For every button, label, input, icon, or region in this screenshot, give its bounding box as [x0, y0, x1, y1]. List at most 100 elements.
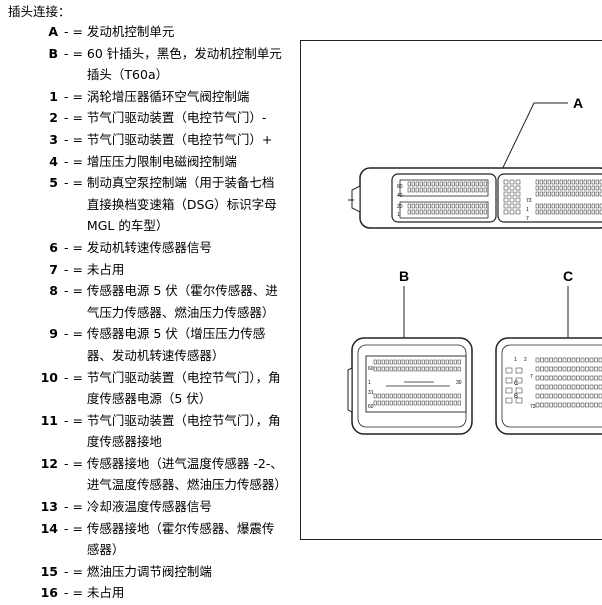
pin-hole — [509, 203, 515, 209]
legend-description: 涡轮增压器循环空气阀控制端 — [86, 88, 250, 104]
pin-hole — [409, 393, 413, 399]
legend-description: 未占用 — [86, 261, 125, 277]
c-pin-label-7: 7 — [530, 374, 533, 380]
pin-hole — [535, 357, 540, 363]
legend-description: 燃油压力调节阀控制端 — [86, 563, 212, 579]
pin-hole — [587, 191, 591, 197]
legend-code: 5 — [49, 175, 58, 191]
pin-hole — [385, 400, 389, 406]
pin-hole — [543, 179, 547, 185]
pin-hole — [580, 384, 585, 390]
pin-hole — [544, 366, 549, 372]
pin-hole — [579, 203, 583, 209]
ecu-plug-left — [391, 173, 497, 223]
pin-hole — [509, 179, 515, 185]
pin-hole — [423, 209, 427, 215]
pin-hole — [543, 185, 547, 191]
pin-hole — [377, 393, 381, 399]
pin-hole — [405, 359, 409, 365]
legend-entry: 16 - = 未占用 — [30, 582, 286, 604]
pin-hole — [445, 359, 449, 365]
pin-hole — [401, 393, 405, 399]
pin-hole — [509, 185, 515, 191]
pin-hole — [567, 209, 571, 215]
pin-hole — [413, 393, 417, 399]
pin-hole — [567, 191, 571, 197]
pin-hole — [451, 187, 455, 193]
pin-hole — [447, 187, 451, 193]
c-side-label-2: B — [514, 394, 518, 400]
pin-hole — [587, 185, 591, 191]
pin-hole — [595, 203, 599, 209]
legend-entry: 5 - = 制动真空泵控制端（用于装备七档直接换档变速箱（DSG）标识字母 MG… — [30, 172, 286, 237]
pin-hole — [585, 393, 589, 399]
pin-hole — [535, 191, 539, 197]
pin-hole — [562, 402, 567, 408]
pin-hole — [431, 187, 435, 193]
legend-entry: A - = 发动机控制单元 — [30, 21, 286, 43]
pin-hole — [463, 181, 467, 187]
pin-hole — [547, 185, 551, 191]
pin-hole — [381, 393, 385, 399]
pin-hole — [553, 393, 558, 399]
legend-code: 12 — [40, 455, 58, 471]
pin-hole — [453, 400, 457, 406]
pin-hole — [575, 185, 579, 191]
pin-hole — [580, 357, 585, 363]
pin-hole — [397, 393, 401, 399]
pin-hole — [385, 366, 389, 372]
pin-hole — [589, 375, 594, 381]
pin-hole — [571, 366, 576, 372]
pin-hole — [411, 181, 415, 187]
pin-hole — [567, 203, 571, 209]
pin-hole — [555, 203, 559, 209]
pin-hole — [551, 179, 555, 185]
pin-hole — [449, 366, 453, 372]
pin-hole — [373, 393, 377, 399]
pin-hole — [540, 384, 544, 390]
pin-hole — [421, 359, 425, 365]
callout-b-label: B — [399, 268, 409, 284]
pin-hole — [453, 366, 457, 372]
pin-hole — [457, 366, 461, 372]
pin-hole — [539, 179, 543, 185]
legend-entry: 3 - = 节气门驱动装置（电控节气门）+ — [30, 129, 286, 151]
pin-hole — [535, 384, 540, 390]
pin-hole — [479, 209, 483, 215]
callout-a-leader — [495, 102, 568, 183]
pin-hole — [405, 400, 409, 406]
pin-hole — [598, 375, 602, 381]
legend-separator: - = — [60, 563, 87, 579]
pin-hole — [409, 366, 413, 372]
pin-hole — [479, 187, 483, 193]
pin-hole — [381, 400, 385, 406]
pin-hole — [463, 203, 467, 209]
pin-hole — [475, 203, 479, 209]
pin-hole — [419, 181, 423, 187]
legend-code: 16 — [40, 585, 58, 601]
legend-entry: 10 - = 节气门驱动装置（电控节气门），角度传感器电源（5 伏） — [30, 367, 286, 410]
pin-hole — [445, 366, 449, 372]
pin-hole — [389, 359, 393, 365]
pin-hole — [549, 384, 553, 390]
pin-hole — [425, 400, 429, 406]
pin-label-40: 40 — [397, 193, 403, 199]
pin-hole — [447, 203, 451, 209]
pin-hole — [373, 359, 377, 365]
pin-hole — [423, 187, 427, 193]
pin-hole — [451, 203, 455, 209]
pin-hole — [599, 179, 602, 185]
pin-hole — [455, 203, 459, 209]
pin-hole — [423, 181, 427, 187]
pin-hole — [435, 203, 439, 209]
pin-hole — [594, 402, 598, 408]
pin-hole — [598, 393, 602, 399]
pin-hole — [559, 185, 563, 191]
pin-hole — [449, 393, 453, 399]
pin-hole — [427, 209, 431, 215]
pin-hole — [429, 366, 433, 372]
legend-entry: 15 - = 燃油压力调节阀控制端 — [30, 561, 286, 583]
pin-hole — [505, 397, 513, 404]
pin-hole — [411, 203, 415, 209]
pin-hole — [544, 393, 549, 399]
